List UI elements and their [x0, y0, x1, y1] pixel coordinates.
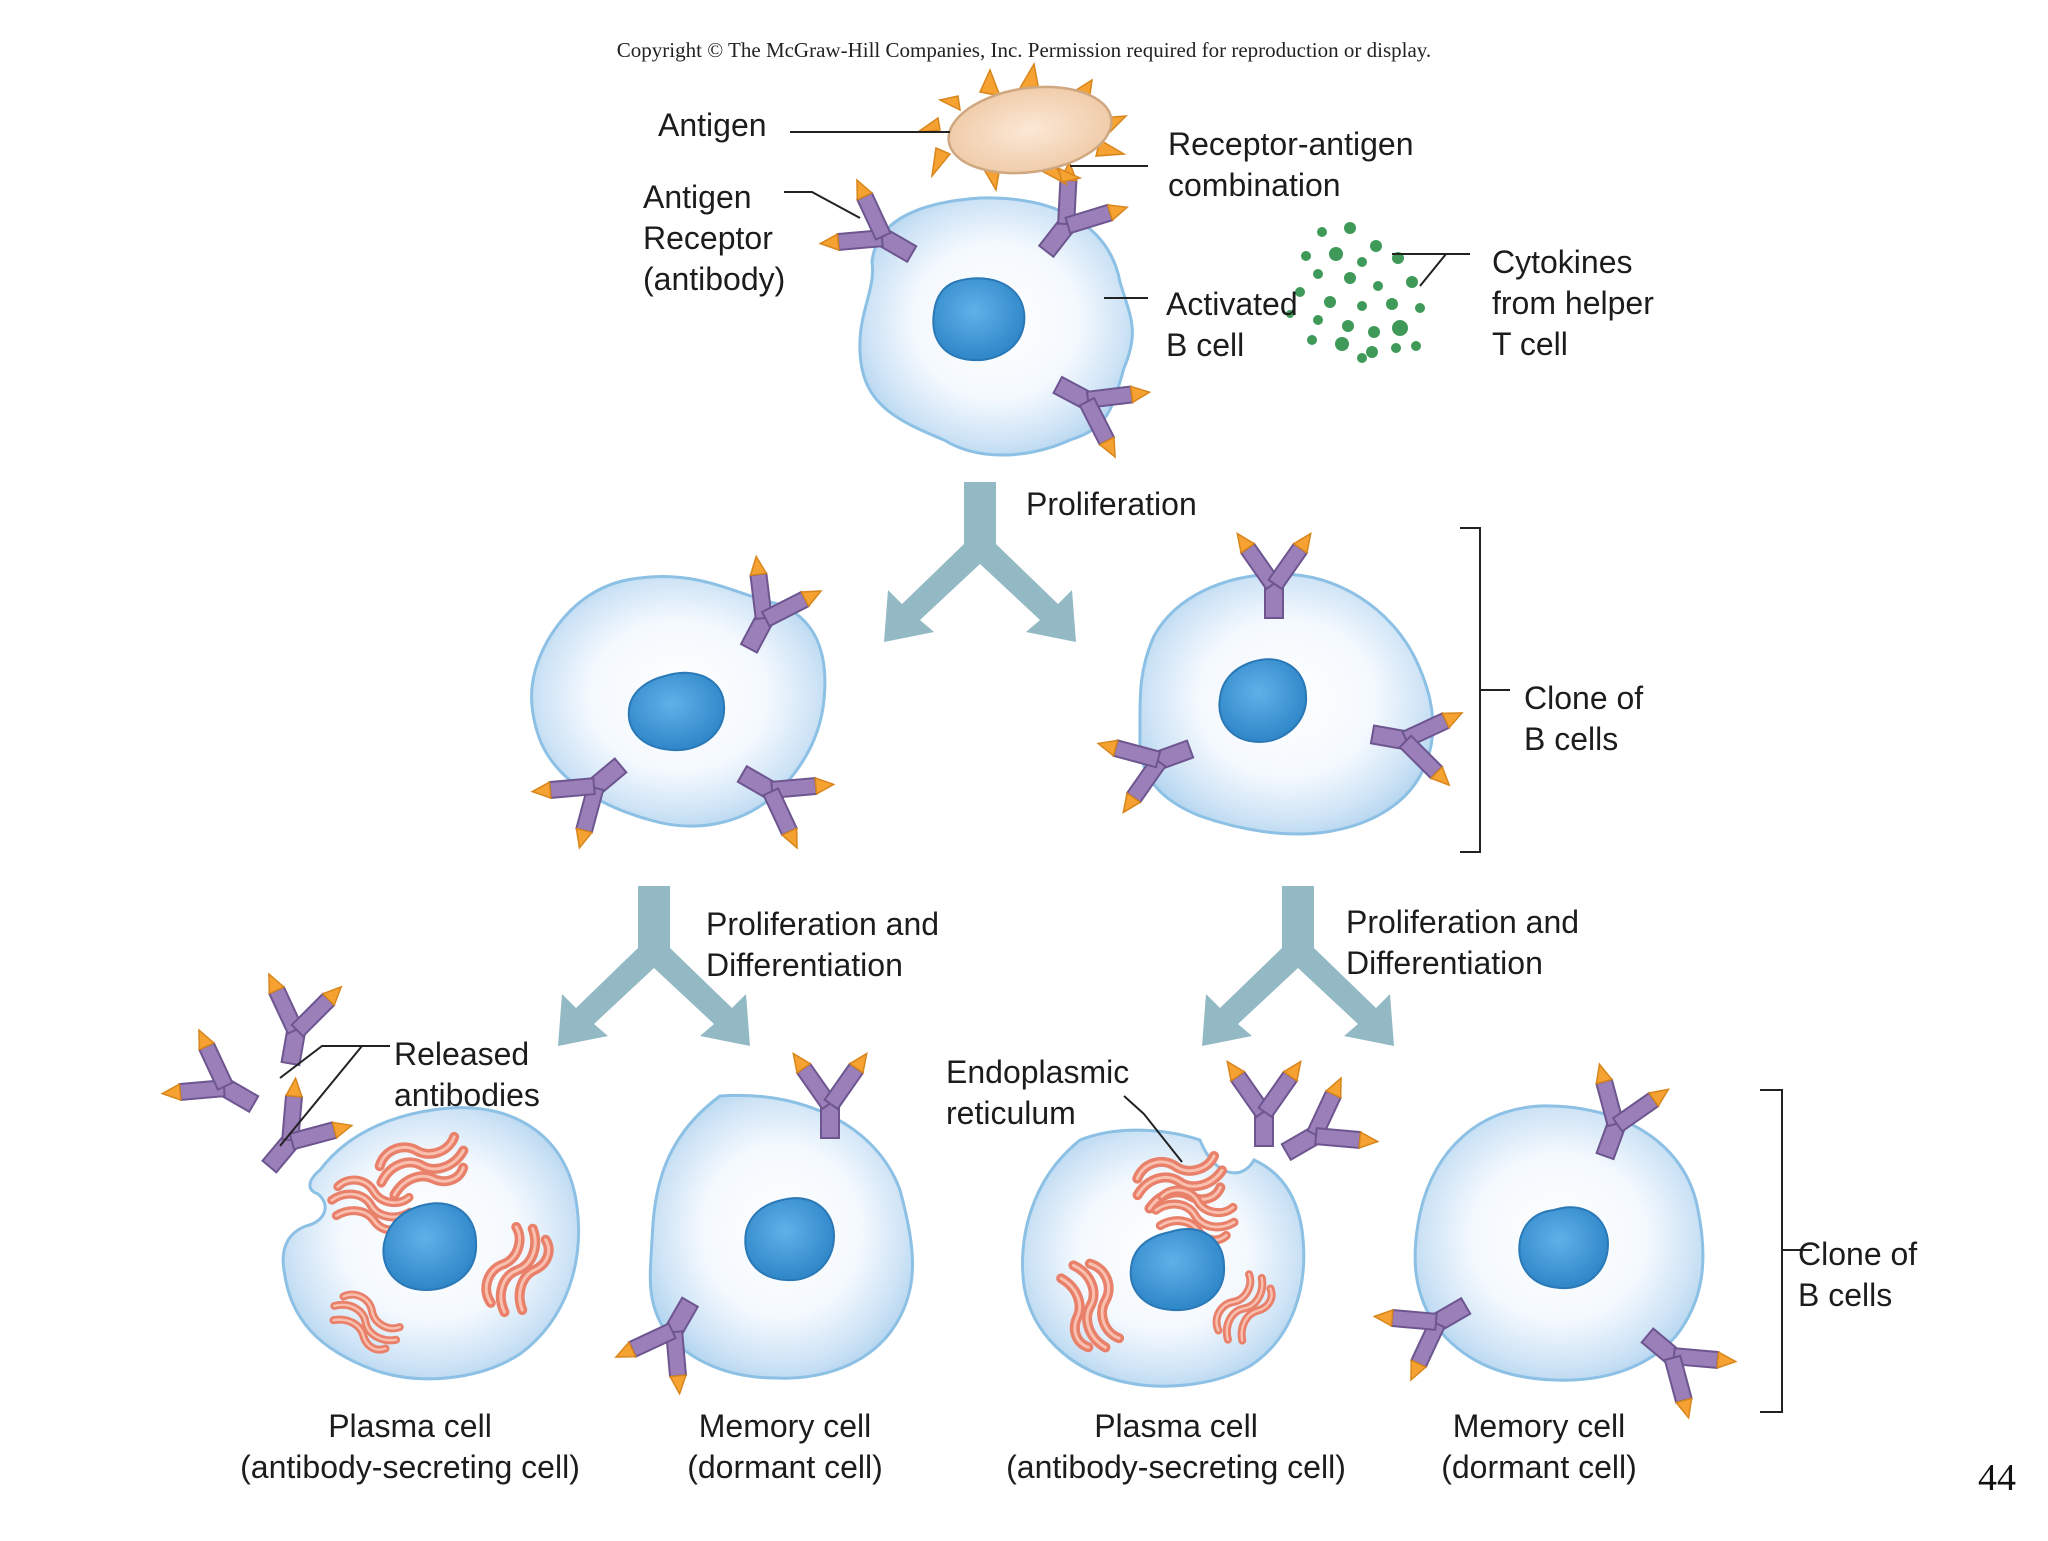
plasma-cell-left: [281, 1106, 580, 1381]
label-memory-cell-left: Memory cell (dormant cell): [687, 1408, 883, 1485]
plasma-cell-right: [1021, 1128, 1306, 1388]
clone-bracket-top: [1460, 527, 1481, 853]
label-plasma-cell-right: Plasma cell (antibody-secreting cell): [1006, 1408, 1346, 1485]
antigen: [915, 61, 1128, 193]
er-leader-line: [1123, 1095, 1183, 1163]
leader-lines-top: [784, 131, 1470, 299]
released-antibody: [1219, 1055, 1309, 1147]
page-number: 44: [1978, 1457, 2016, 1499]
copyright-notice: Copyright © The McGraw-Hill Companies, I…: [616, 38, 1432, 62]
label-memory-cell-right: Memory cell (dormant cell): [1441, 1408, 1637, 1485]
label-prolif-diff-right: Proliferation and Differentiation: [1346, 904, 1580, 981]
memory-cell-left: [648, 1093, 915, 1380]
label-endoplasmic-reticulum: Endoplasmic reticulum: [946, 1054, 1130, 1131]
label-clone-top: Clone of B cells: [1524, 680, 1644, 757]
clone-bracket-bottom: [1760, 1089, 1783, 1413]
cytokine-dots: [1286, 222, 1425, 363]
label-released-antibodies: Released antibodies: [394, 1036, 540, 1113]
label-clone-bottom: Clone of B cells: [1798, 1236, 1918, 1313]
label-antigen-receptor: Antigen Receptor (antibody): [643, 179, 786, 297]
label-plasma-cell-left: Plasma cell (antibody-secreting cell): [240, 1408, 580, 1485]
label-proliferation: Proliferation: [1026, 486, 1197, 522]
clone-cell-right: [1138, 572, 1435, 836]
label-activated-b-cell: Activated B cell: [1166, 286, 1298, 363]
released-antibody: [246, 967, 350, 1073]
memory-cell-right: [1413, 1104, 1705, 1382]
label-prolif-diff-left: Proliferation and Differentiation: [706, 906, 940, 983]
label-cytokines: Cytokines from helper T cell: [1492, 244, 1654, 362]
label-antigen: Antigen: [658, 107, 767, 143]
label-receptor-antigen-combination: Receptor-antigen combination: [1168, 126, 1414, 203]
released-antibody: [153, 1021, 277, 1143]
